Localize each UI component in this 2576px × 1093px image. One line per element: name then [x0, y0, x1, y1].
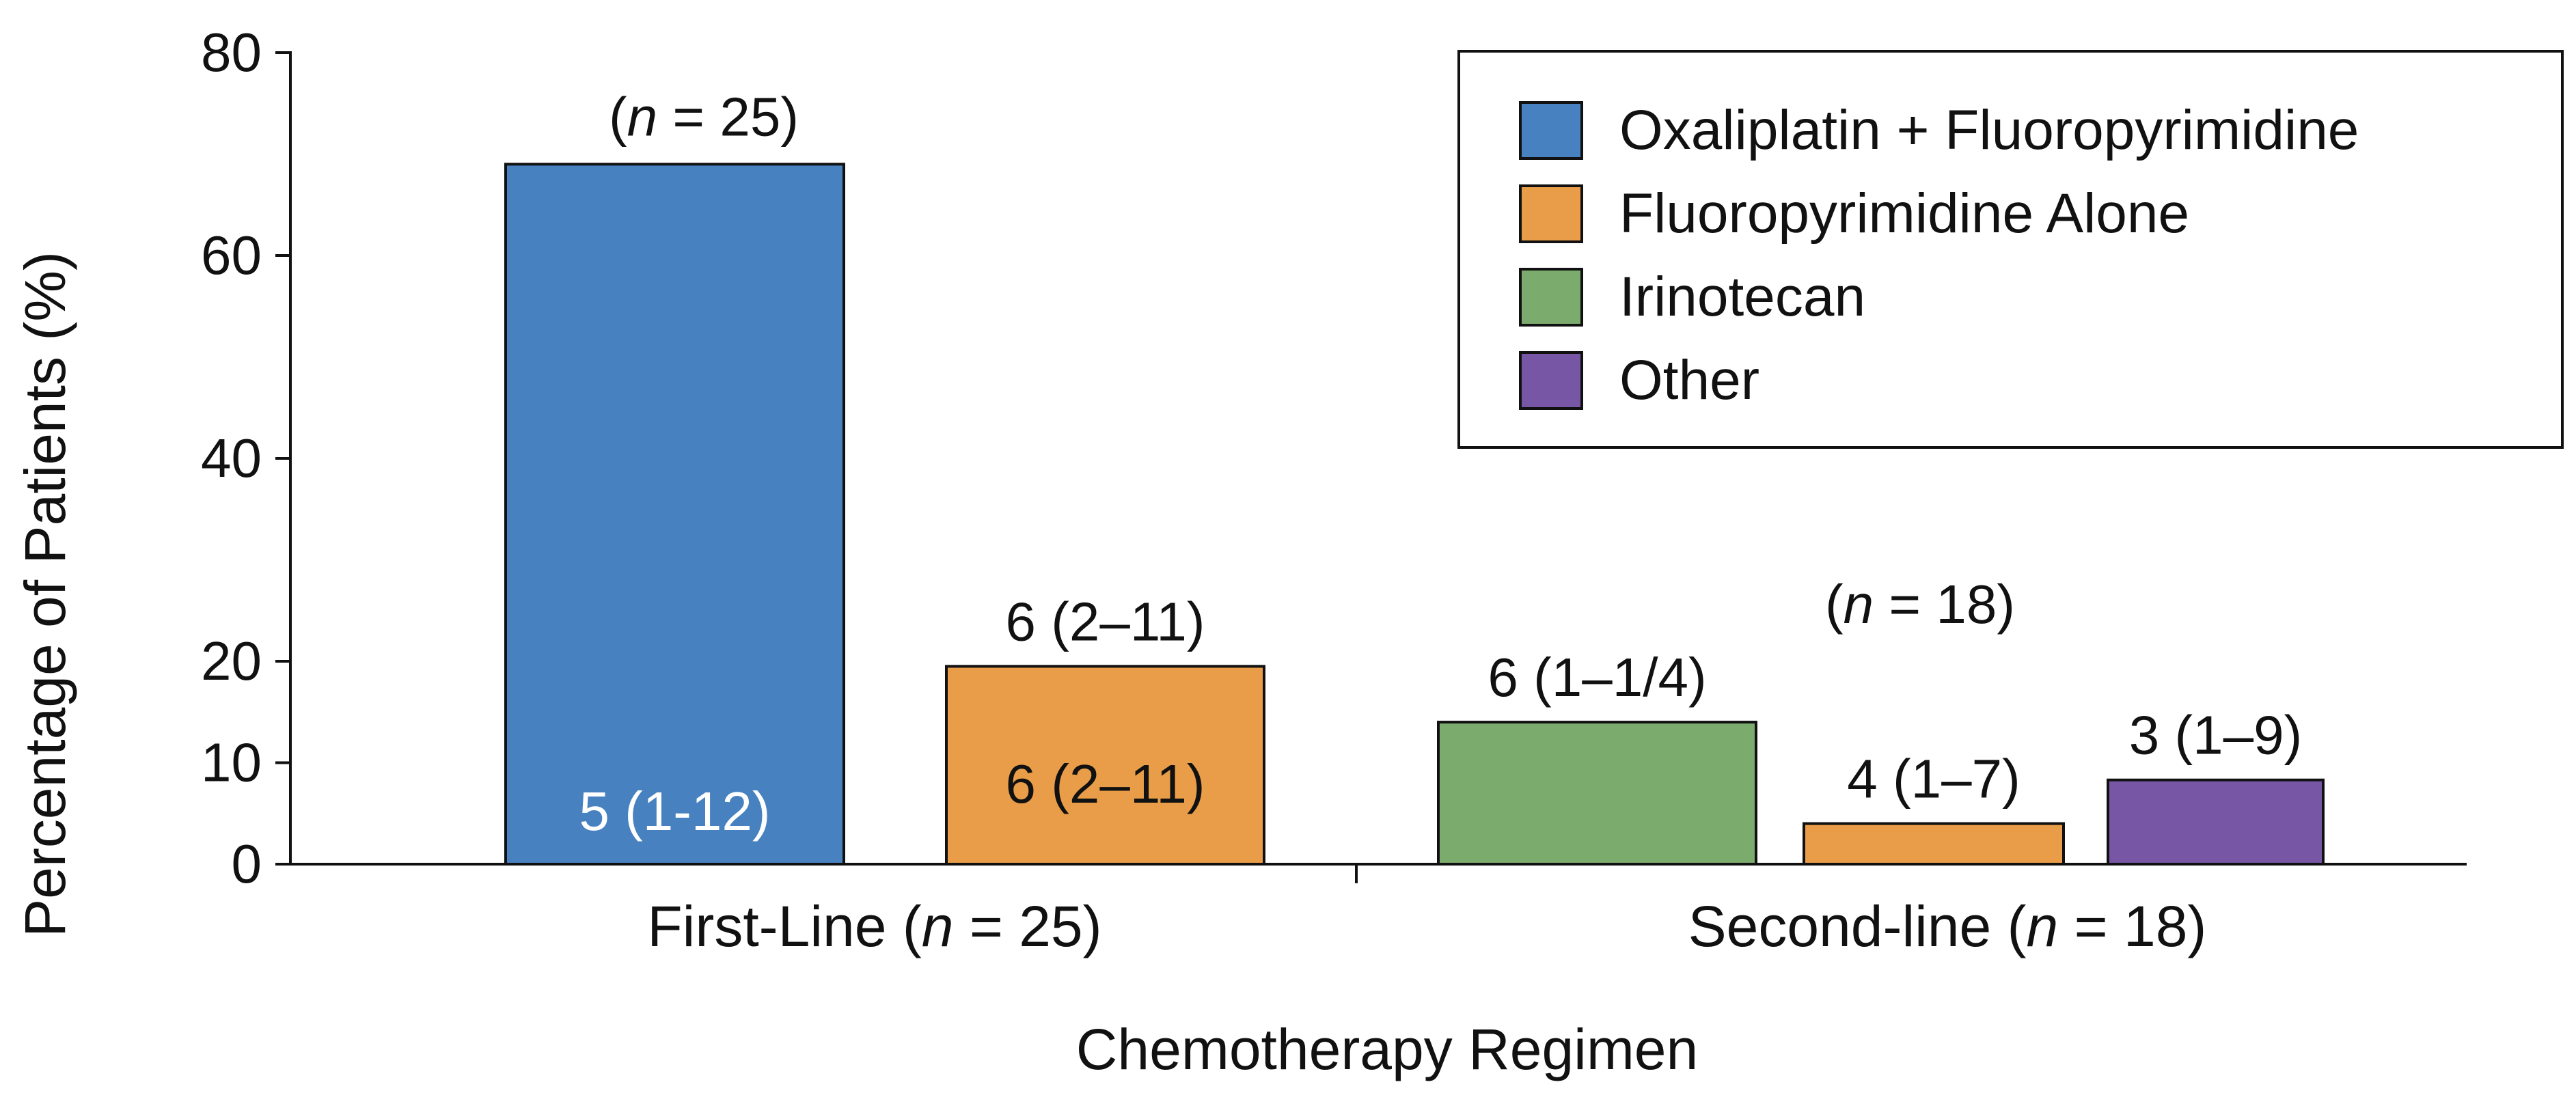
y-tick-label: 10 [201, 732, 262, 793]
legend-label: Oxaliplatin + Fluoropyrimidine [1619, 99, 2359, 161]
legend-swatch [1519, 268, 1583, 327]
y-tick-label: 0 [232, 833, 262, 894]
group-n-label: (n = 25) [609, 86, 799, 147]
bar-value-label: 6 (1–1/4) [1488, 647, 1706, 708]
y-tick-label: 80 [201, 22, 262, 83]
legend-box [1457, 50, 2564, 449]
data-labels: 5 (1-12) 6 (2–11) 6 (2–11) (n = 25) First-Li… [579, 86, 2302, 958]
x-tick-label: Second-line (n = 18) [1688, 894, 2207, 958]
group-n-label: (n = 18) [1825, 574, 2015, 635]
y-tick-label: 40 [201, 428, 262, 488]
legend-label: Other [1619, 349, 1759, 411]
bar [1803, 822, 2065, 866]
bar-value-label: 4 (1–7) [1847, 749, 2020, 810]
bar-value-label: 6 (2–11) [1005, 591, 1205, 652]
x-axis-title: Chemotherapy Regimen [1076, 1017, 1698, 1081]
bar [2107, 778, 2325, 866]
y-tick-label: 20 [201, 631, 262, 691]
legend-swatch [1519, 101, 1583, 160]
bar [1437, 721, 1757, 866]
bar-value-label: 3 (1–9) [2129, 705, 2302, 766]
bar [504, 163, 845, 866]
axes: 0 10 20 40 60 80 [201, 22, 2467, 894]
bars [504, 163, 2325, 866]
legend-swatch [1519, 351, 1583, 410]
x-tick-label: First-Line (n = 25) [647, 894, 1101, 958]
y-tick-label: 60 [201, 225, 262, 286]
y-axis-title: Percentage of Patients (%) [13, 251, 77, 937]
bar-value-label: 5 (1-12) [579, 781, 770, 842]
bar-inner-label: 6 (2–11) [1005, 753, 1205, 814]
legend: Oxaliplatin + FluoropyrimidineFluoropyri… [1457, 50, 2564, 449]
legend-label: Fluoropyrimidine Alone [1619, 182, 2189, 245]
legend-swatch [1519, 184, 1583, 243]
bar [945, 665, 1265, 866]
legend-label: Irinotecan [1619, 266, 1865, 328]
